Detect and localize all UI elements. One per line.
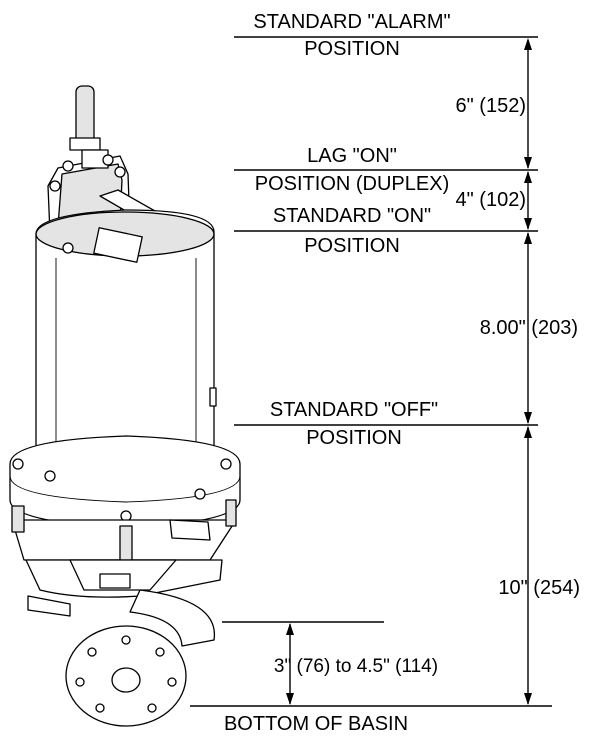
std-on-label-line1: STANDARD "ON" xyxy=(273,205,431,227)
dim-alarm-to-lag: 6" (152) xyxy=(456,95,526,117)
pump-illustration xyxy=(9,85,241,727)
lag-on-label-line1: LAG "ON" xyxy=(307,145,397,167)
dim-inlet-height: 3" (76) to 4.5" (114) xyxy=(274,656,438,677)
level-lines xyxy=(190,36,552,707)
std-off-label-line2: POSITION xyxy=(306,427,402,449)
basin-label: BOTTOM OF BASIN xyxy=(224,713,408,735)
dim-lag-to-on: 4" (102) xyxy=(456,189,526,211)
alarm-label-line1: STANDARD "ALARM" xyxy=(253,11,450,33)
dim-off-to-basin: 10" (254) xyxy=(498,577,580,599)
dimension-arrows xyxy=(286,38,532,705)
alarm-label-line2: POSITION xyxy=(304,38,400,60)
std-on-label-line2: POSITION xyxy=(304,235,400,257)
dim-on-to-off: 8.00" (203) xyxy=(480,317,578,339)
lag-on-label-line2: POSITION (DUPLEX) xyxy=(255,173,449,195)
std-off-label-line1: STANDARD "OFF" xyxy=(270,399,438,421)
